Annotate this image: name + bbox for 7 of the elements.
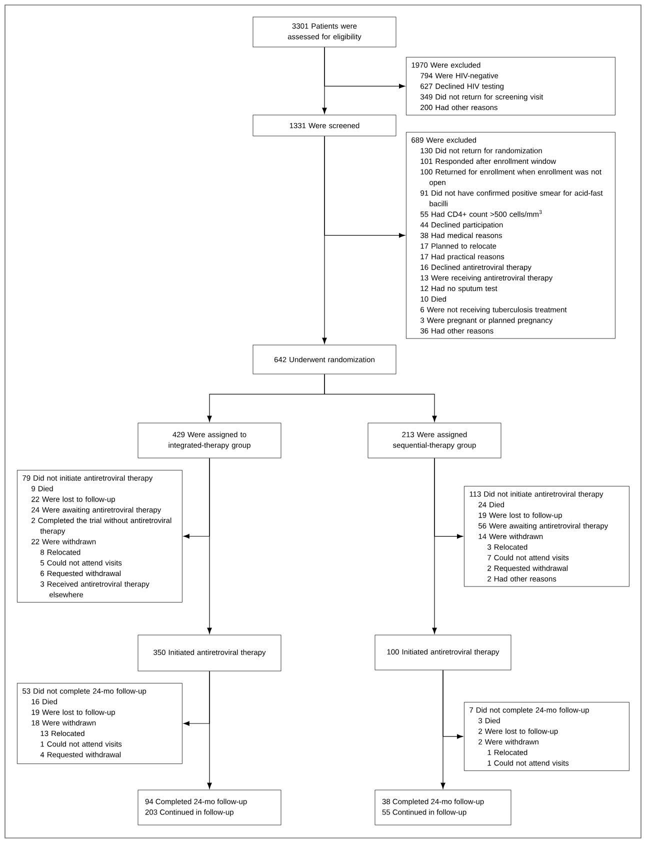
arrow [324, 374, 437, 422]
arrow [207, 458, 212, 634]
arrow [322, 46, 327, 114]
arrow [322, 136, 327, 344]
arrow [440, 670, 446, 789]
arrow [207, 670, 212, 789]
arrow [432, 458, 437, 634]
